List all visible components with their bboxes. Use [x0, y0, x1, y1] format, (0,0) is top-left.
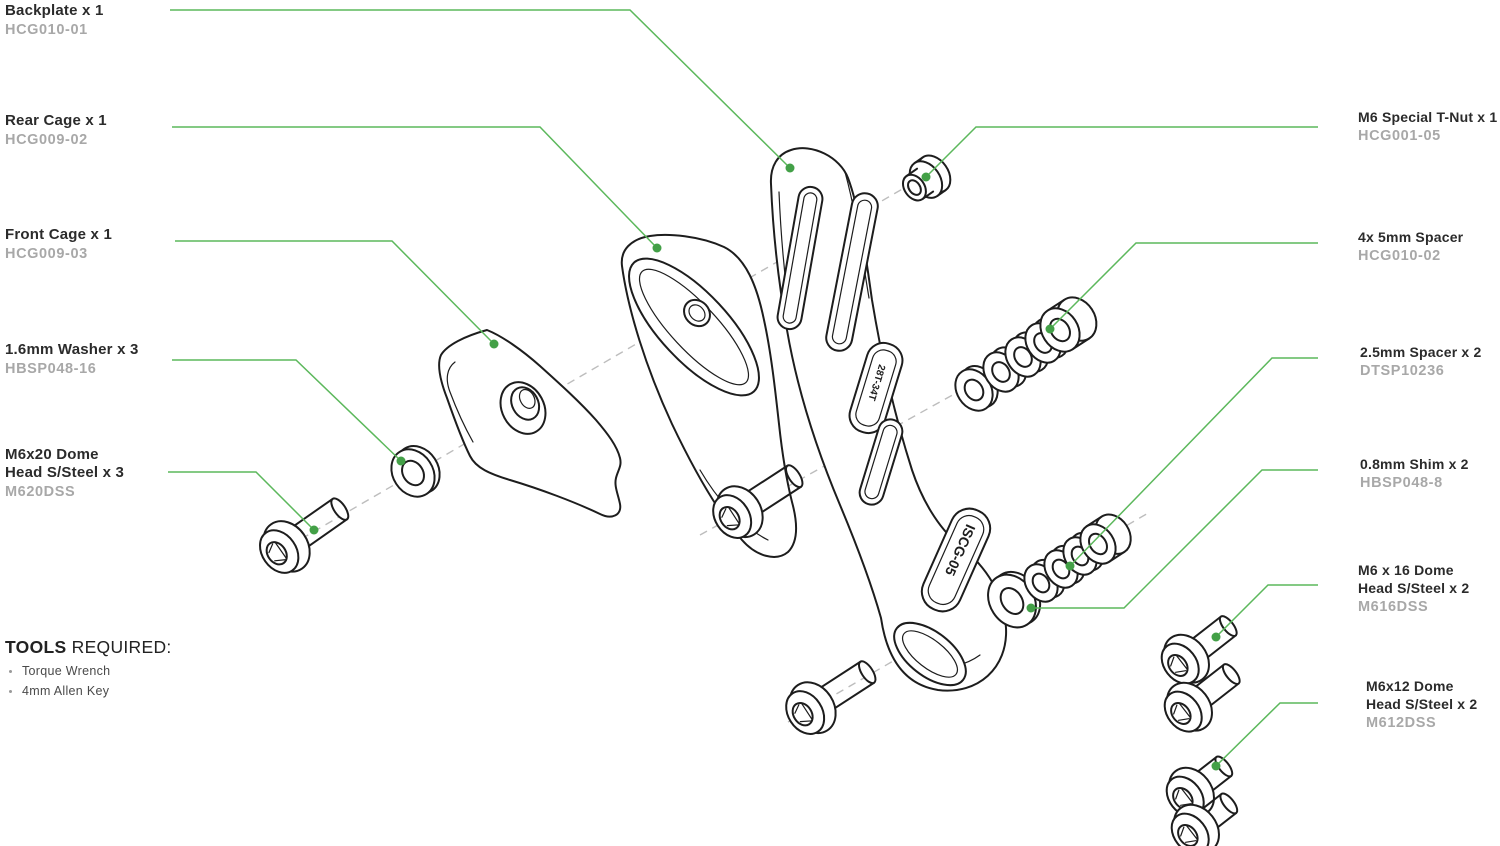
- label-2-5mm-spacer-part-number: DTSP10236: [1360, 363, 1445, 379]
- label-2-5mm-spacer-title: 2.5mm Spacer x 2: [1360, 344, 1482, 360]
- label-front-cage: Front Cage x 1 HCG009-03: [5, 226, 112, 263]
- label-backplate: Backplate x 1 HCG010-01: [5, 2, 104, 39]
- leader-lines: [168, 9, 1318, 771]
- tool-item-torque-wrench: Torque Wrench: [5, 664, 172, 678]
- label-rear-cage-title: Rear Cage x 1: [5, 112, 107, 129]
- label-t-nut-title: M6 Special T-Nut x 1: [1358, 109, 1498, 125]
- label-rear-cage-part-number: HCG009-02: [5, 132, 88, 148]
- label-m6x16-bolt-title: M6 x 16 Dome: [1358, 562, 1454, 578]
- label-washer-title: 1.6mm Washer x 3: [5, 341, 139, 358]
- tools-required-heading: TOOLS REQUIRED:: [5, 637, 172, 658]
- spacer-stack-lower-drawing: [987, 513, 1132, 629]
- label-front-cage-part-number: HCG009-03: [5, 246, 88, 262]
- label-m6x12-bolt-part-number: M612DSS: [1366, 715, 1437, 731]
- rear-cage-drawing: [620, 233, 798, 558]
- label-0-8mm-shim-part-number: HBSP048-8: [1360, 475, 1443, 491]
- tools-heading-strong: TOOLS: [5, 637, 67, 657]
- label-m6x20-bolt-part-number: M620DSS: [5, 484, 76, 500]
- backplate-drawing: 28T-34T ISCG-05: [769, 147, 1008, 692]
- label-m6x12-bolt-title-2: Head S/Steel x 2: [1366, 696, 1478, 712]
- label-m6x20-bolt-title-2: Head S/Steel x 3: [5, 464, 125, 481]
- tool-item-label: 4mm Allen Key: [22, 684, 110, 698]
- label-backplate-part-number: HCG010-01: [5, 22, 88, 38]
- label-m6x12-bolt-title: M6x12 Dome: [1366, 678, 1454, 694]
- label-t-nut-part-number: HCG001-05: [1358, 128, 1441, 144]
- label-m6x12-bolt: M6x12 Dome Head S/Steel x 2 M612DSS: [1366, 677, 1477, 732]
- bullet-icon: [9, 689, 12, 693]
- label-2-5mm-spacer: 2.5mm Spacer x 2 DTSP10236: [1360, 343, 1482, 380]
- tool-item-allen-key: 4mm Allen Key: [5, 684, 172, 698]
- label-5mm-spacer-title: 4x 5mm Spacer: [1358, 229, 1464, 245]
- label-0-8mm-shim: 0.8mm Shim x 2 HBSP048-8: [1360, 455, 1469, 492]
- spacer-stack-upper-drawing: [954, 296, 1098, 412]
- label-m6x16-bolt: M6 x 16 Dome Head S/Steel x 2 M616DSS: [1358, 561, 1469, 616]
- label-t-nut: M6 Special T-Nut x 1 HCG001-05: [1358, 108, 1497, 145]
- tool-item-label: Torque Wrench: [22, 664, 111, 678]
- label-5mm-spacer: 4x 5mm Spacer HCG010-02: [1358, 228, 1463, 265]
- label-backplate-title: Backplate x 1: [5, 2, 104, 19]
- label-washer-part-number: HBSP048-16: [5, 361, 97, 377]
- bolt-m6x20-drawing-1: [248, 482, 361, 585]
- label-rear-cage: Rear Cage x 1 HCG009-02: [5, 112, 107, 149]
- label-front-cage-title: Front Cage x 1: [5, 226, 112, 243]
- label-0-8mm-shim-title: 0.8mm Shim x 2: [1360, 456, 1469, 472]
- label-m6x20-bolt-title: M6x20 Dome: [5, 446, 99, 463]
- label-m6x16-bolt-title-2: Head S/Steel x 2: [1358, 580, 1470, 596]
- washer-drawing: [390, 445, 441, 498]
- tools-required-section: TOOLS REQUIRED: Torque Wrench 4mm Allen …: [5, 637, 172, 698]
- label-washer: 1.6mm Washer x 3 HBSP048-16: [5, 341, 139, 378]
- front-cage-drawing: [438, 329, 622, 518]
- label-5mm-spacer-part-number: HCG010-02: [1358, 248, 1441, 264]
- label-m6x20-bolt: M6x20 Dome Head S/Steel x 3 M620DSS: [5, 446, 124, 501]
- tools-heading-rest: REQUIRED:: [66, 637, 172, 657]
- bolt-m6x20-drawing-3: [775, 645, 888, 746]
- bullet-icon: [9, 669, 12, 673]
- label-m6x16-bolt-part-number: M616DSS: [1358, 599, 1429, 615]
- leader-dots: [309, 163, 1221, 771]
